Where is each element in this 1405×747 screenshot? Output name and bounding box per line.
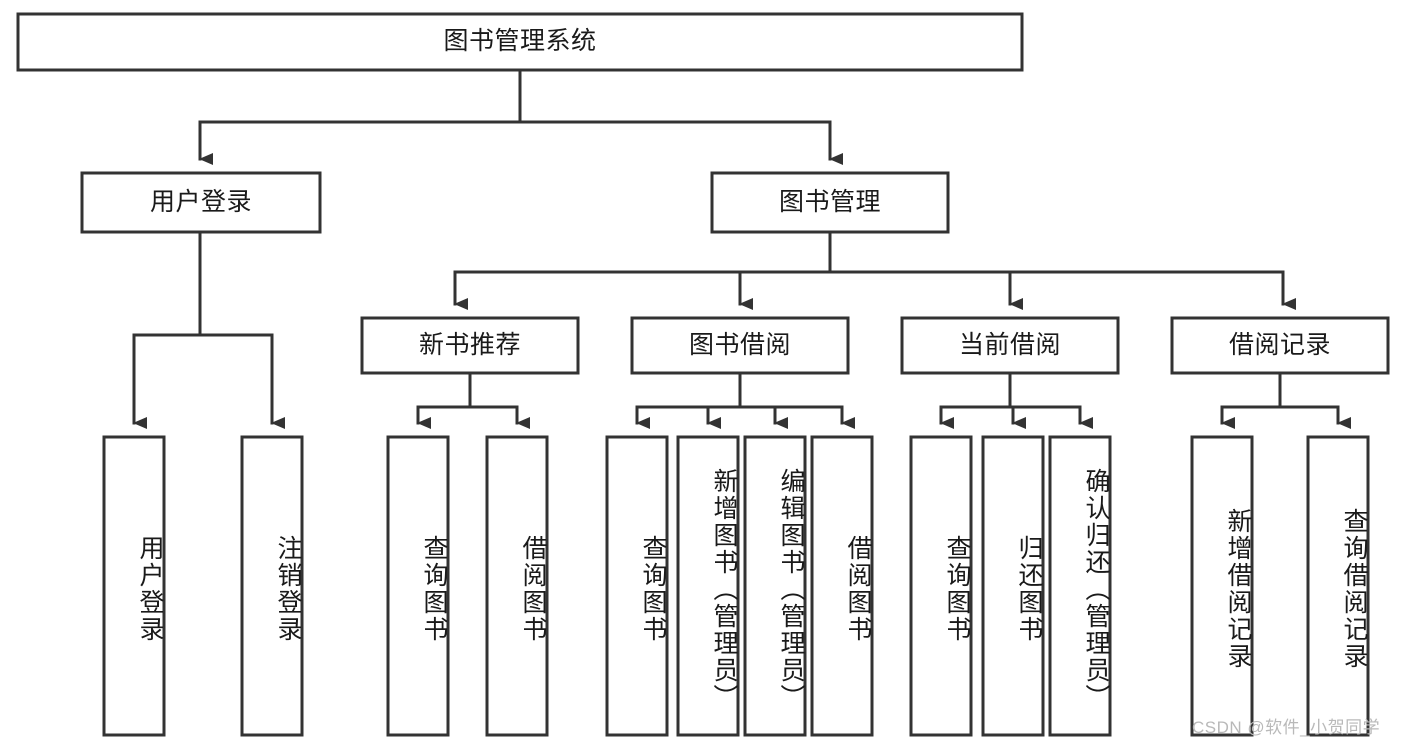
node-box-leaf-borrow-book-2[interactable]	[810, 435, 874, 737]
node-box-user-login[interactable]	[80, 171, 322, 234]
node-box-leaf-add-book[interactable]	[676, 435, 740, 737]
node-box-leaf-query-book-1[interactable]	[386, 435, 450, 737]
node-box-leaf-query-book-3[interactable]	[909, 435, 973, 737]
node-box-leaf-query-record[interactable]	[1306, 435, 1370, 737]
node-box-book-management[interactable]	[710, 171, 950, 234]
node-box-leaf-edit-book[interactable]	[743, 435, 807, 737]
node-box-leaf-borrow-book-1[interactable]	[485, 435, 549, 737]
node-box-leaf-add-record[interactable]	[1190, 435, 1254, 737]
node-box-leaf-confirm-return[interactable]	[1048, 435, 1112, 737]
node-box-leaf-query-book-2[interactable]	[605, 435, 669, 737]
node-box-borrow-record[interactable]	[1170, 316, 1390, 375]
watermark-csdn: CSDN @软件_小贺同学	[1192, 718, 1381, 737]
node-box-new-book-recommend[interactable]	[360, 316, 580, 375]
node-box-book-borrow[interactable]	[630, 316, 850, 375]
node-box-leaf-user-logout[interactable]	[240, 435, 304, 737]
node-box-root[interactable]	[16, 12, 1024, 72]
node-box-leaf-return-book[interactable]	[981, 435, 1045, 737]
node-box-current-borrow[interactable]	[900, 316, 1120, 375]
node-box-leaf-user-login[interactable]	[102, 435, 166, 737]
